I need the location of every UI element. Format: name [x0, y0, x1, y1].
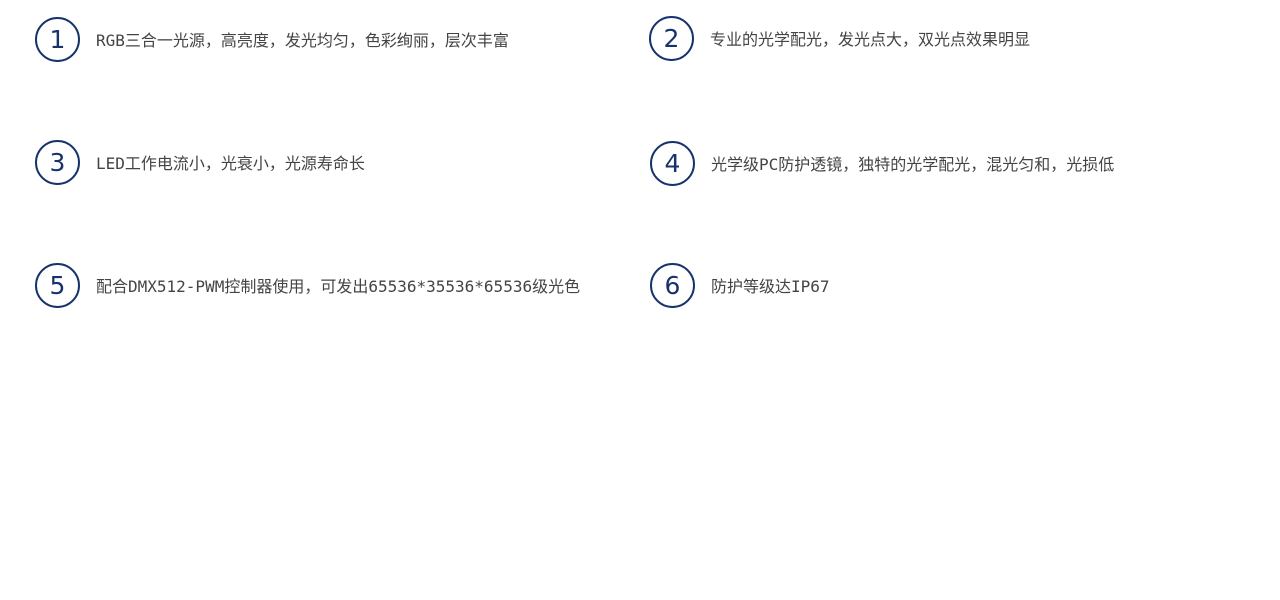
feature-text: RGB三合一光源，高亮度，发光均匀，色彩绚丽，层次丰富 — [96, 31, 509, 50]
number-badge: 1 — [35, 16, 80, 62]
feature-text: 防护等级达IP67 — [711, 277, 830, 296]
number-badge: 5 — [35, 262, 80, 308]
number-badge: 2 — [649, 15, 694, 61]
feature-text: 光学级PC防护透镜，独特的光学配光，混光匀和，光损低 — [711, 155, 1115, 174]
number-badge: 6 — [650, 262, 695, 308]
feature-item-2: 2 专业的光学配光，发光点大，双光点效果明显 — [649, 15, 1030, 61]
feature-text: LED工作电流小，光衰小，光源寿命长 — [96, 154, 365, 173]
feature-text: 配合DMX512-PWM控制器使用，可发出65536*35536*65536级光… — [96, 277, 581, 296]
number-badge: 3 — [35, 139, 80, 185]
feature-text: 专业的光学配光，发光点大，双光点效果明显 — [710, 30, 1031, 49]
feature-item-5: 5 配合DMX512-PWM控制器使用，可发出65536*35536*65536… — [35, 262, 580, 308]
feature-item-1: 1 RGB三合一光源，高亮度，发光均匀，色彩绚丽，层次丰富 — [35, 16, 509, 62]
feature-item-4: 4 光学级PC防护透镜，独特的光学配光，混光匀和，光损低 — [650, 140, 1114, 186]
feature-item-3: 3 LED工作电流小，光衰小，光源寿命长 — [35, 139, 365, 185]
feature-item-6: 6 防护等级达IP67 — [650, 262, 830, 308]
number-badge: 4 — [650, 140, 695, 186]
